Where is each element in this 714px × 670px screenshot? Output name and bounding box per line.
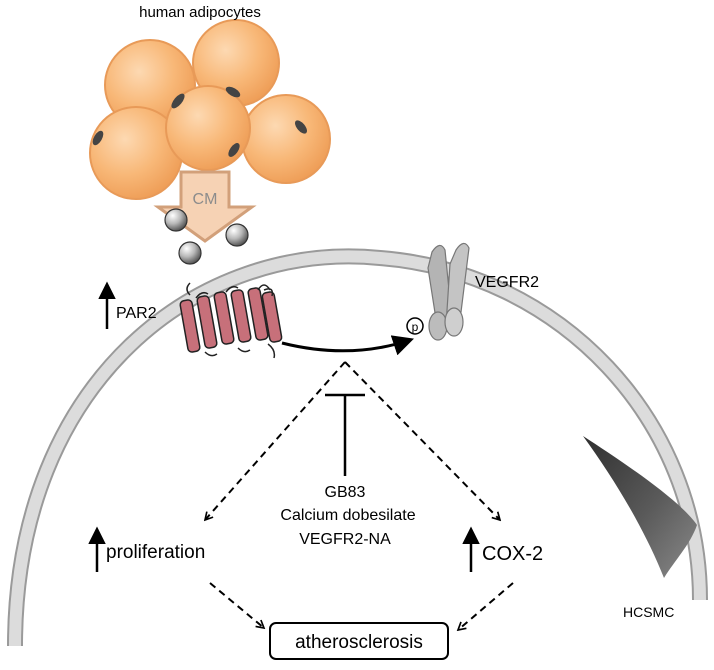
dashed-arrow-proliferation-to-outcome bbox=[209, 582, 264, 628]
proliferation-label: proliferation bbox=[106, 542, 205, 563]
inhibitor-vegfr2-na: VEGFR2-NA bbox=[299, 531, 391, 548]
dashed-arrow-cox2-to-outcome bbox=[458, 582, 514, 630]
particle-spheres bbox=[164, 208, 249, 265]
phospho-label: p bbox=[412, 320, 419, 334]
gpcr-receptor bbox=[179, 282, 283, 359]
inhibition-bar bbox=[325, 393, 365, 476]
cell-membrane-inner bbox=[9, 250, 706, 647]
smooth-muscle-cell bbox=[583, 436, 697, 578]
dashed-arrow-to-cox2 bbox=[344, 361, 500, 520]
vegfr2-receptor bbox=[427, 242, 470, 341]
cm-label: CM bbox=[193, 191, 218, 208]
phospho-circle bbox=[406, 317, 424, 335]
par2-label: PAR2 bbox=[116, 305, 157, 322]
inhibitor-calcium-dobesilate: Calcium dobesilate bbox=[280, 507, 415, 524]
adipocyte-cluster bbox=[89, 19, 331, 200]
outcome-label: atherosclerosis bbox=[295, 632, 423, 653]
vegfr2-label: VEGFR2 bbox=[475, 274, 539, 291]
cell-type-label: HCSMC bbox=[623, 604, 674, 620]
cox2-label: COX-2 bbox=[482, 543, 543, 565]
inhibitor-gb83: GB83 bbox=[325, 484, 366, 501]
adipocytes-label: human adipocytes bbox=[139, 4, 261, 21]
activation-arrow bbox=[281, 335, 414, 356]
outcome-box bbox=[269, 622, 449, 660]
